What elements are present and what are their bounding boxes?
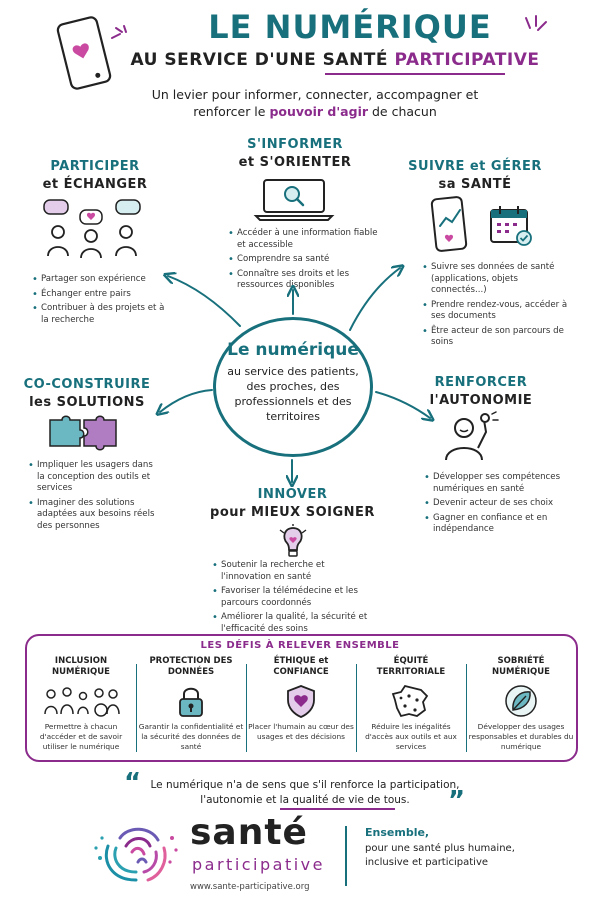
- list-item: Suivre ses données de santé (application…: [422, 262, 572, 297]
- logo-fingerprint-icon: [94, 827, 178, 882]
- divider: [136, 664, 137, 752]
- smartphone-heart-icon: [56, 16, 112, 90]
- open-quote-icon: “: [124, 768, 142, 798]
- list-item: Contribuer à des projets et à la recherc…: [32, 303, 167, 326]
- list-item: Comprendre sa santé: [228, 254, 378, 266]
- list-innover: Soutenir la recherche et l'innovation en…: [212, 560, 377, 638]
- list-item: Imaginer des solutions adaptées aux beso…: [28, 498, 163, 533]
- calendar-check-icon: [490, 206, 532, 246]
- list-item: Partager son expérience: [32, 274, 167, 286]
- arrows-diagram: [0, 0, 600, 640]
- list-item: Échanger entre pairs: [32, 289, 167, 301]
- tagline-title: Ensemble,: [365, 826, 430, 839]
- list-informer: Accéder à une information fiable et acce…: [228, 228, 378, 295]
- sparkle-icon: [525, 15, 547, 31]
- list-item: Être acteur de son parcours de soins: [422, 326, 572, 349]
- leaf-icon: [505, 685, 537, 717]
- people-chat-icon: [43, 199, 141, 259]
- phone-chart-icon: [430, 196, 468, 252]
- arrow-coconstruire: [160, 389, 213, 412]
- list-autonomie: Développer ses compétences numériques en…: [424, 472, 569, 539]
- section-title-suivre: SUIVRE et GÉRER sa SANTÉ: [408, 159, 542, 192]
- defi-protection: PROTECTION DES DONNÉES Garantir la confi…: [138, 656, 244, 751]
- list-item: Favoriser la télémédecine et les parcour…: [212, 586, 377, 609]
- center-text: au service des patients, des proches, de…: [227, 365, 359, 423]
- strong-person-icon: [445, 411, 499, 461]
- intro-text: Un levier pour informer, connecter, acco…: [151, 87, 479, 119]
- tagline-text: pour une santé plus humaine, inclusive e…: [365, 843, 515, 868]
- section-title-participer: PARTICIPER et ÉCHANGER: [42, 159, 148, 192]
- section-title-innover: INNOVER pour MIEUX SOIGNER: [210, 487, 375, 520]
- divider: [345, 826, 347, 886]
- list-item: Gagner en confiance et en indépendance: [424, 513, 569, 536]
- list-item: Accéder à une information fiable et acce…: [228, 228, 378, 251]
- heart-shield-icon: [287, 685, 315, 718]
- quote-underline: [280, 808, 395, 810]
- center-title: Le numérique: [227, 340, 359, 360]
- list-item: Connaître ses droits et les ressources d…: [228, 269, 378, 292]
- logo-participative: participative: [192, 855, 325, 874]
- list-item: Soutenir la recherche et l'innovation en…: [212, 560, 377, 583]
- arrow-suivre: [349, 268, 400, 331]
- list-suivre: Suivre ses données de santé (application…: [422, 262, 572, 352]
- puzzle-icon: [49, 415, 117, 451]
- divider: [466, 664, 467, 752]
- defi-inclusion: INCLUSION NUMÉRIQUE Permettre à chacun d…: [39, 656, 123, 751]
- page-subtitle: AU SERVICE D'UNE SANTÉ PARTICIPATIVE: [130, 50, 540, 70]
- center-circle: [213, 317, 373, 457]
- padlock-icon: [179, 687, 203, 717]
- page-title: LE NUMÉRIQUE: [208, 8, 492, 46]
- divider: [246, 664, 247, 752]
- defi-sobriete: SOBRIÉTÉ NUMÉRIQUE Développer des usages…: [468, 656, 574, 751]
- list-item: Impliquer les usagers dans la conception…: [28, 460, 163, 495]
- list-item: Devenir acteur de ses choix: [424, 498, 569, 510]
- defi-ethique: ÉTHIQUE et CONFIANCE Placer l'humain au …: [248, 656, 354, 741]
- defis-box: [25, 634, 578, 762]
- subtitle-underline: [325, 73, 505, 75]
- arrow-participer: [168, 276, 241, 327]
- list-coconstruire: Impliquer les usagers dans la conception…: [28, 460, 163, 535]
- logo-sante: santé: [190, 812, 308, 853]
- laptop-search-icon: [253, 179, 335, 221]
- quote-text: Le numérique n'a de sens que s'il renfor…: [150, 779, 460, 806]
- defis-title: LES DÉFIS À RELEVER ENSEMBLE: [200, 640, 400, 651]
- arrow-autonomie: [375, 391, 430, 418]
- defi-equite: ÉQUITÉ TERRITORIALE Réduire les inégalit…: [365, 656, 457, 751]
- people-group-icon: [44, 687, 120, 717]
- list-participer: Partager son expérience Échanger entre p…: [32, 274, 167, 329]
- list-item: Prendre rendez-vous, accéder à ses docum…: [422, 300, 572, 323]
- lightbulb-icon: [279, 524, 307, 557]
- list-item: Développer ses compétences numériques en…: [424, 472, 569, 495]
- sparkle-icon: [111, 25, 127, 39]
- list-item: Améliorer la qualité, la sécurité et l'e…: [212, 612, 377, 635]
- website-link[interactable]: www.sante-participative.org: [190, 882, 310, 892]
- close-quote-icon: ”: [448, 786, 466, 816]
- france-map-icon: [391, 684, 429, 718]
- section-title-coconstruire: CO-CONSTRUIRE les SOLUTIONS: [23, 377, 151, 410]
- section-title-autonomie: RENFORCER l'AUTONOMIE: [429, 375, 533, 408]
- section-title-informer: S'INFORMER et S'ORIENTER: [238, 137, 352, 170]
- divider: [356, 664, 357, 752]
